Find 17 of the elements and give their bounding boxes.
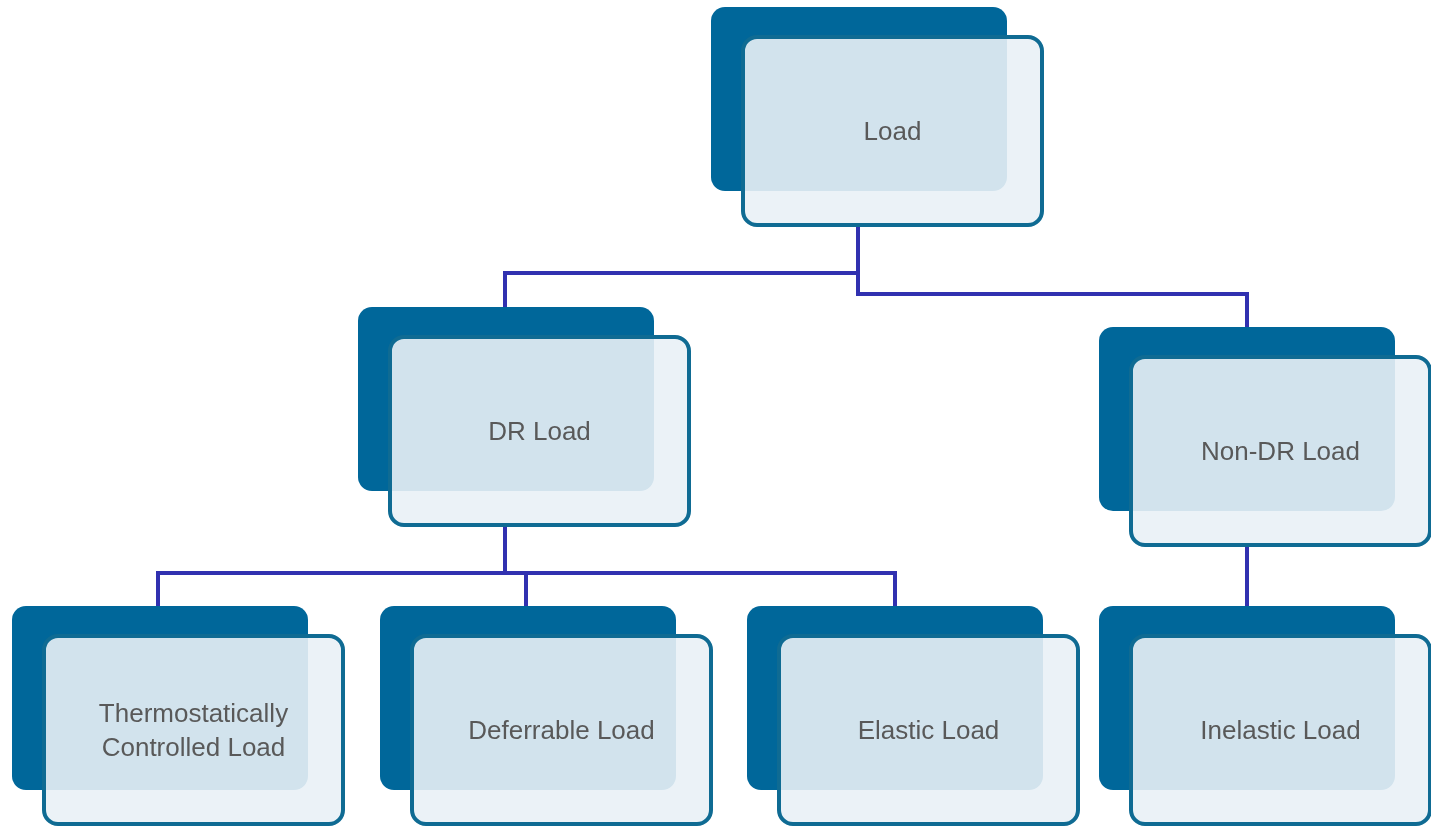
stacked-box [1099,606,1431,826]
connector-line [503,527,897,606]
stacked-box [1099,327,1431,547]
stacked-box [711,7,1044,227]
connector-line [1245,547,1249,606]
connector-line [856,227,1249,327]
stacked-box [358,307,691,527]
box-label: Deferrable Load [468,714,655,747]
box-label: Non-DR Load [1201,435,1360,468]
stacked-box [380,606,713,826]
box-label: Inelastic Load [1200,714,1361,747]
box-label: DR Load [488,415,591,448]
stacked-box [12,606,345,826]
stacked-box [747,606,1080,826]
box-label: Load [863,115,922,148]
box-label: Elastic Load [857,714,1000,747]
box-label: Thermostatically Controlled Load [97,697,290,764]
